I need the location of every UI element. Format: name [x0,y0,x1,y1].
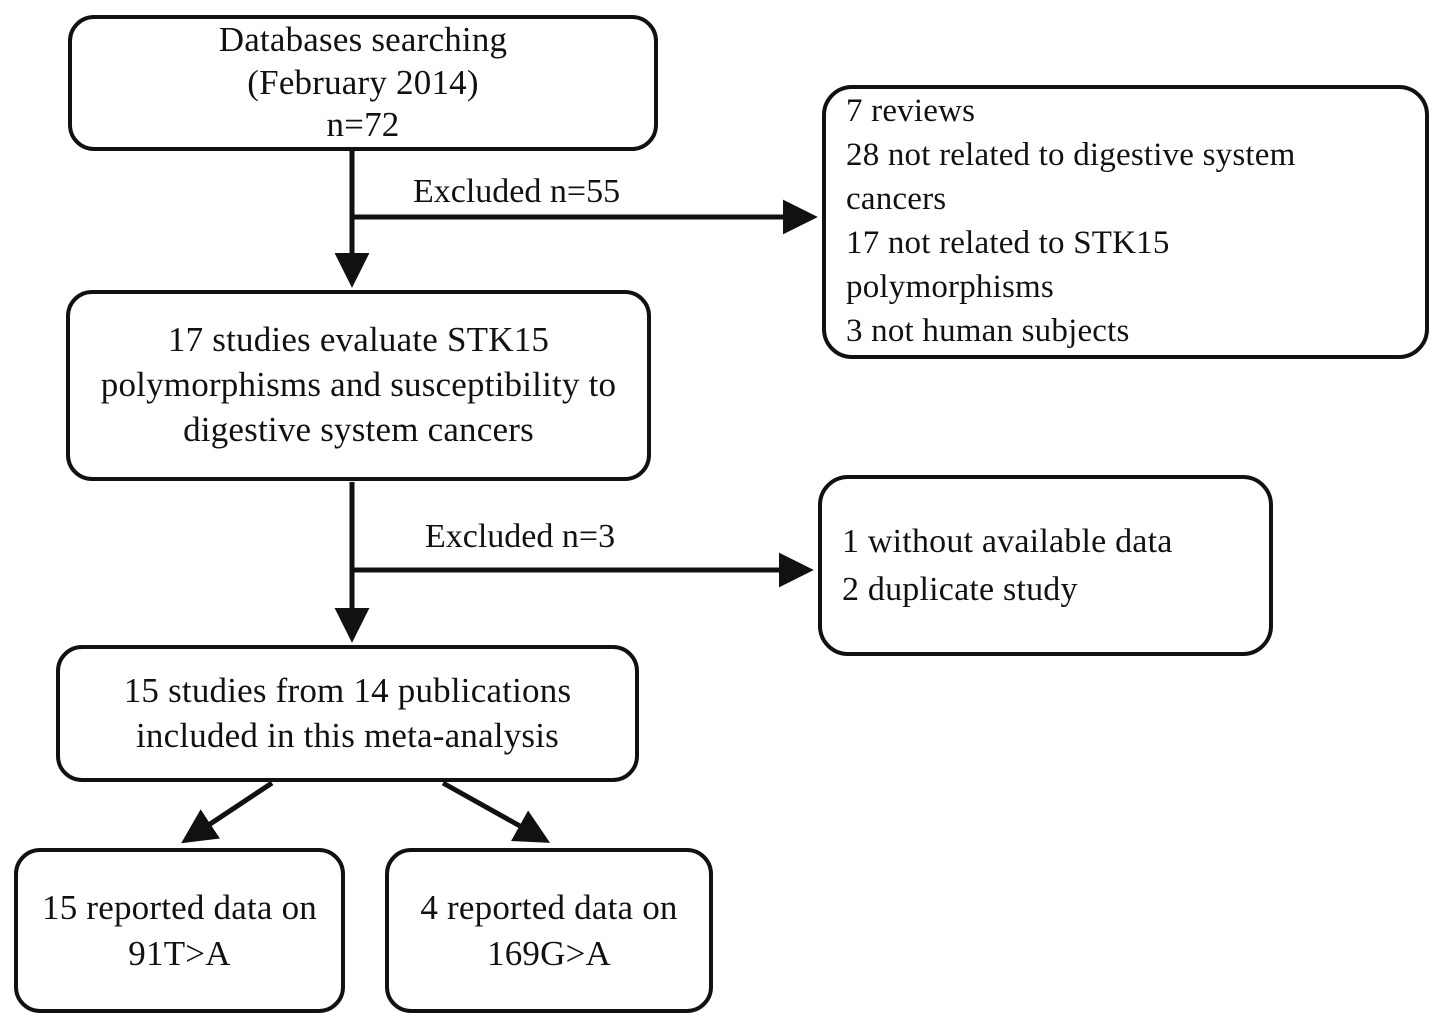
node-line: 4 reported data on [420,888,678,927]
node-line: 1 without available data [842,522,1173,560]
node-reported-data-91ta: 15 reported data on 91T>A [14,848,345,1013]
node-line: 15 studies from 14 publications [123,670,572,710]
node-line: n=72 [326,105,400,145]
node-line: polymorphisms and susceptibility to [100,365,617,405]
node-databases-searching: Databases searching (February 2014) n=72 [68,15,658,151]
node-studies-included: 15 studies from 14 publications included… [56,645,639,782]
node-line: included in this meta-analysis [136,715,559,755]
node-line: digestive system cancers [183,409,534,449]
connector-included-to-169ga [441,780,551,843]
node-line: 17 studies evaluate STK15 [167,320,550,360]
node-line: cancers [846,181,947,218]
edge-label-excluded-3: Excluded n=3 [425,518,616,555]
connector-included-to-91ta [181,780,274,844]
node-reported-data-169ga: 4 reported data on 169G>A [385,848,713,1013]
edge-label-excluded-55: Excluded n=55 [413,173,621,210]
node-line: 91T>A [128,933,231,973]
node-second-exclusion-reasons: 1 without available data 2 duplicate stu… [818,475,1273,656]
node-line: 169G>A [487,933,611,973]
node-line: Databases searching [218,19,508,59]
node-first-exclusion-reasons: 7 reviews 28 not related to digestive sy… [822,85,1429,359]
node-line: 17 not related to STK15 [846,225,1170,261]
node-line: 28 not related to digestive system [846,137,1296,174]
node-studies-evaluated: 17 studies evaluate STK15 polymorphisms … [66,290,651,481]
node-line: 7 reviews [846,93,976,130]
node-line: 15 reported data on [42,888,317,927]
node-line: 3 not human subjects [846,312,1130,349]
node-line: 2 duplicate study [842,570,1078,608]
node-line: (February 2014) [247,62,479,102]
node-line: polymorphisms [846,268,1054,305]
